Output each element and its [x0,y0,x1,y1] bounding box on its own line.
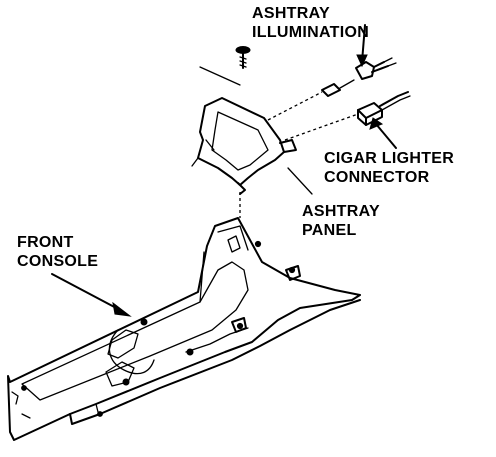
connector-arrowhead [369,117,384,130]
front-console-part [7,217,361,441]
console-arrow-line [51,273,121,311]
front-console-label-line1: FRONT [17,234,74,251]
cigar-lighter-connector-label-line1: CIGAR LIGHTER [324,150,455,167]
illumination-arrowhead [356,54,368,68]
panel-leader-line [287,167,313,195]
connector-arrow-line [375,123,397,149]
ashtray-panel-label-line1: ASHTRAY [302,203,380,220]
ashtray-illumination-label-line1: ASHTRAY [252,5,330,22]
front-console-label: FRONT CONSOLE [17,233,98,271]
ashtray-illumination-label-line2: ILLUMINATION [252,24,370,41]
screw-leader-line [199,66,241,86]
front-console-label-line2: CONSOLE [17,253,99,270]
bulb-icon [355,57,397,80]
cigar-lighter-connector-label: CIGAR LIGHTER CONNECTOR [324,149,454,187]
screw-icon [235,46,251,69]
connector-icon [357,91,411,126]
ashtray-illumination-label: ASHTRAY ILLUMINATION [252,4,369,42]
socket-guide-line [267,91,323,121]
console-arrowhead [112,301,132,317]
ashtray-panel-label: ASHTRAY PANEL [302,202,380,240]
connector-guide-line [284,113,359,141]
cigar-lighter-connector-label-line2: CONNECTOR [324,169,430,186]
ashtray-panel-part [191,97,297,195]
socket-icon [321,79,355,97]
ashtray-panel-label-line2: PANEL [302,222,357,239]
